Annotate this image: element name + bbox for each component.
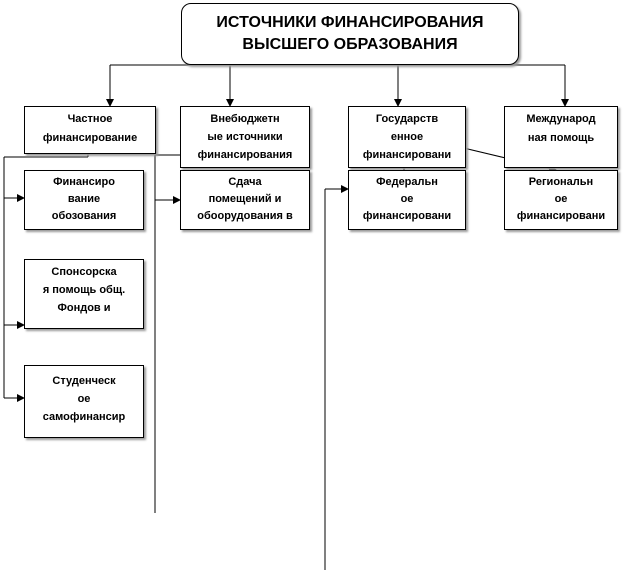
category-label-line: Внебюджетн [210,113,280,125]
category-label-line: Международ [526,113,596,125]
subitem-premises-rental: Сдача помещений и обоорудования в [180,170,310,230]
subitem-label-line: Федеральн [376,176,438,188]
subitem-label-line: ое [554,193,568,205]
category-label-line: енное [390,131,424,143]
category-label-line: ная помощь [527,132,595,144]
subitem-education-financing: Финансиро вание обозования [24,170,144,230]
subitem-label-line: Спонсорска [51,266,117,278]
category-international-aid: Международ ная помощь [504,106,618,168]
title-line-2: ВЫСШЕГО ОБРАЗОВАНИЯ [242,36,458,53]
subitem-label-line: помещений и [208,193,282,205]
diagram-title: ИСТОЧНИКИ ФИНАНСИРОВАНИЯ ВЫСШЕГО ОБРАЗОВ… [181,3,519,65]
category-private-financing: Частное финансирование [24,106,156,154]
category-label-line: финансирование [42,132,138,144]
category-state-financing: Государств енное финансировани [348,106,466,168]
subitem-label-line: ое [77,393,91,405]
subitem-sponsorship: Спонсорска я помощь общ. Фондов и [24,259,144,329]
category-label-line: финансировани [362,149,452,161]
subitem-label-line: Финансиро [53,176,115,188]
subitem-label-line: ое [400,193,414,205]
title-line-1: ИСТОЧНИКИ ФИНАНСИРОВАНИЯ [216,14,484,31]
category-label-line: Частное [67,113,113,125]
subitem-label-line: обоорудования в [197,210,293,222]
category-extrabudget-sources: Внебюджетн ые источники финансирования [180,106,310,168]
category-label-line: Государств [375,113,439,125]
subitem-federal-financing: Федеральн ое финансировани [348,170,466,230]
subitem-label-line: финансировани [362,210,452,222]
subitem-label-line: я помощь общ. [42,284,126,296]
category-label-line: финансирования [197,149,293,161]
subitem-label-line: Сдача [228,176,262,188]
subitem-label-line: обозования [51,210,117,222]
subitem-label-line: Региональн [528,176,594,188]
subitem-label-line: финансировани [516,210,606,222]
subitem-regional-financing: Региональн ое финансировани [504,170,618,230]
subitem-student-self-financing: Студенческ ое самофинансир [24,365,144,438]
subitem-label-line: Студенческ [52,375,116,387]
category-label-line: ые источники [207,131,283,143]
subitem-label-line: вание [67,193,101,205]
subitem-label-line: самофинансир [42,411,126,423]
subitem-label-line: Фондов и [57,302,111,314]
